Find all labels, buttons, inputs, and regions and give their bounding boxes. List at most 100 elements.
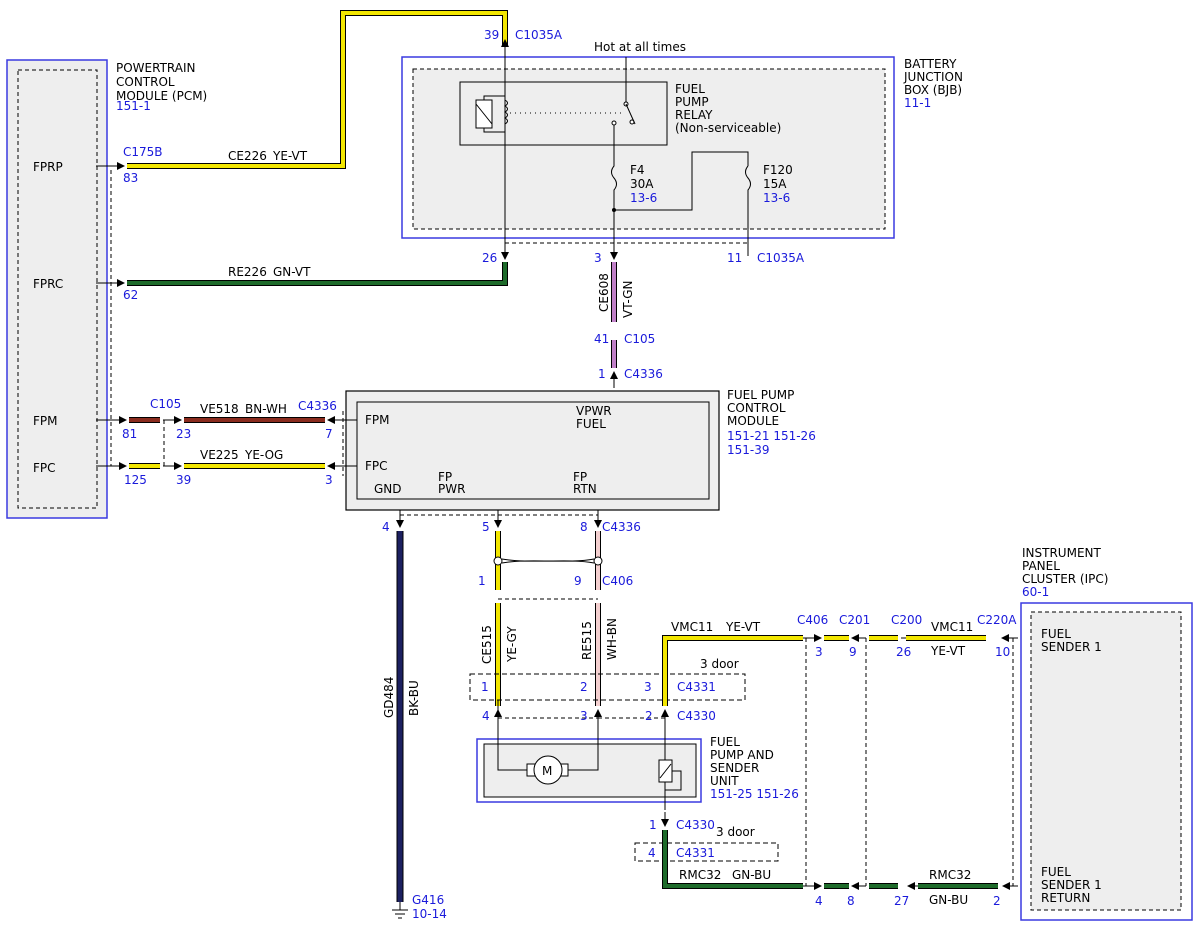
svg-text:FUEL: FUEL (710, 735, 740, 749)
rmc-pin-27: 27 (894, 894, 909, 908)
c4336-fpm-pin: 7 (325, 427, 333, 441)
svg-text:PWR: PWR (438, 482, 465, 496)
c4336-top-name: C4336 (624, 367, 663, 381)
svg-text:RELAY: RELAY (675, 108, 713, 122)
c4336-fpc-pin: 3 (325, 473, 333, 487)
wire-rmc32-b-circuit: RMC32 (929, 868, 971, 882)
svg-text:13-6: 13-6 (763, 191, 790, 205)
svg-text:F120: F120 (763, 163, 793, 177)
bjb-ref: 11-1 (904, 96, 931, 110)
wire-vmc11-a[interactable] (662, 635, 803, 706)
svg-text:151-25 151-26: 151-25 151-26 (710, 787, 799, 801)
wire-rmc32-a-circuit: RMC32 (679, 868, 721, 882)
c4330-b-pin: 1 (649, 818, 657, 832)
pcm-pin-fprp: FPRP (33, 160, 63, 174)
pcm-label: POWERTRAIN CONTROL MODULE (PCM) 151-1 (116, 61, 207, 113)
rmc-pin-8: 8 (847, 894, 855, 908)
c4331-optional-connector (469, 673, 746, 701)
c175b-pin: 83 (123, 171, 138, 185)
c4330-pin-3: 3 (580, 709, 588, 723)
c4331-name: C4331 (677, 680, 716, 694)
fpcm-pin-fpm: FPM (365, 413, 390, 427)
c4331-b-name: C4331 (676, 846, 715, 860)
c1035a-bot-name: C1035A (757, 251, 805, 265)
c4331-b-pin: 4 (648, 846, 656, 860)
svg-text:RETURN: RETURN (1041, 891, 1090, 905)
pcm-module[interactable]: FPRP FPRC FPM FPC (6, 59, 108, 519)
bjb-pin-3: 3 (594, 251, 602, 265)
fuse-f4-icon (611, 125, 617, 258)
fpcm-gnd-pin: 4 (382, 520, 390, 534)
c105-top-pin: 41 (594, 332, 609, 346)
svg-text:BATTERY: BATTERY (904, 57, 957, 71)
rmc-pin-4: 4 (815, 894, 823, 908)
c4330-pin-2: 2 (645, 709, 653, 723)
fuse-f120-label: F120 15A 13-6 (763, 163, 793, 205)
svg-text:30A: 30A (630, 177, 654, 191)
fpcm-pwr-pin: 5 (482, 520, 490, 534)
svg-text:151-39: 151-39 (727, 443, 770, 457)
wire-re226[interactable] (127, 262, 508, 286)
wire-ce226-circuit: CE226 (228, 149, 267, 163)
c105-fpc-pin-b: 39 (176, 473, 191, 487)
ipc-pin-return: FUEL (1041, 865, 1071, 879)
bjb-module[interactable] (401, 45, 895, 258)
wire-ce226[interactable] (127, 10, 508, 169)
ipc-pin-sender: FUEL (1041, 627, 1071, 641)
wire-vmc11-a-color: YE-VT (725, 620, 761, 634)
pcm-ref: 151-1 (116, 99, 151, 113)
svg-text:MODULE: MODULE (727, 414, 779, 428)
pcm-pin-fprc: FPRC (33, 277, 63, 291)
c1035a-top-name: C1035A (515, 28, 563, 42)
wire-rmc32-b-color: GN-BU (929, 893, 968, 907)
vmc-pin-9: 9 (849, 645, 857, 659)
svg-text:POWERTRAIN: POWERTRAIN (116, 61, 196, 75)
c406-pwr-pin: 1 (478, 574, 486, 588)
ground-icon (392, 902, 408, 919)
c4336-top-pin: 1 (598, 367, 606, 381)
ground-ref: 10-14 (412, 907, 447, 921)
c4331-pin-1: 1 (481, 680, 489, 694)
fuel-pump-relay[interactable] (459, 81, 668, 146)
fuel-pump-motor-label: M (542, 764, 552, 778)
c406-rtn-pin: 9 (574, 574, 582, 588)
wire-ce515-circuit: CE515 (480, 625, 494, 664)
wire-ve518-circuit: VE518 (200, 402, 239, 416)
svg-text:INSTRUMENT: INSTRUMENT (1022, 546, 1101, 560)
ipc-module[interactable]: FUEL SENDER 1 FUEL SENDER 1 RETURN (1020, 602, 1193, 921)
pcm-pin-fpm: FPM (33, 414, 58, 428)
vmc-c220a-name: C220A (977, 613, 1017, 627)
wire-ve225-circuit: VE225 (200, 448, 239, 462)
svg-text:SENDER 1: SENDER 1 (1041, 640, 1102, 654)
svg-text:SENDER 1: SENDER 1 (1041, 878, 1102, 892)
svg-text:CONTROL: CONTROL (116, 75, 175, 89)
pcm-fprc-pin: 62 (123, 288, 138, 302)
svg-text:CONTROL: CONTROL (727, 401, 786, 415)
svg-text:PANEL: PANEL (1022, 559, 1060, 573)
ground-name: G416 (412, 893, 444, 907)
wire-rmc32-a[interactable] (662, 830, 803, 889)
svg-text:JUNCTION: JUNCTION (903, 70, 963, 84)
c4331-door-label: 3 door (700, 657, 739, 671)
wire-gd484-circuit: GD484 (382, 677, 396, 718)
svg-text:PUMP AND: PUMP AND (710, 748, 774, 762)
vmc-pin-3: 3 (815, 645, 823, 659)
bjb-label: BATTERY JUNCTION BOX (BJB) 11-1 (903, 57, 963, 110)
c105-fpc-pin-a: 125 (124, 473, 147, 487)
wire-vmc11-b-circuit: VMC11 (931, 620, 973, 634)
svg-text:15A: 15A (763, 177, 787, 191)
relay-label: FUEL PUMP RELAY (Non-serviceable) (675, 82, 781, 135)
wire-rmc32-a-color: GN-BU (732, 868, 771, 882)
twisted-pair-icon (493, 556, 603, 566)
c4331-pin-3: 3 (644, 680, 652, 694)
c4330-name: C4330 (677, 709, 716, 723)
fpsu-label: FUEL PUMP AND SENDER UNIT 151-25 151-26 (710, 735, 799, 801)
fpcm-module[interactable]: FPM FPC VPWR FUEL GND FP PWR FP RTN (345, 390, 720, 511)
svg-text:151-21 151-26: 151-21 151-26 (727, 429, 816, 443)
wire-ce608-circuit: CE608 (597, 273, 611, 312)
fuel-pump-sender-unit[interactable]: M (476, 726, 702, 810)
wire-re515-color: WH-BN (605, 618, 619, 660)
vmc-pin-26: 26 (896, 645, 911, 659)
wire-ce515-color: YE-GY (505, 626, 519, 663)
svg-text:SENDER: SENDER (710, 761, 759, 775)
